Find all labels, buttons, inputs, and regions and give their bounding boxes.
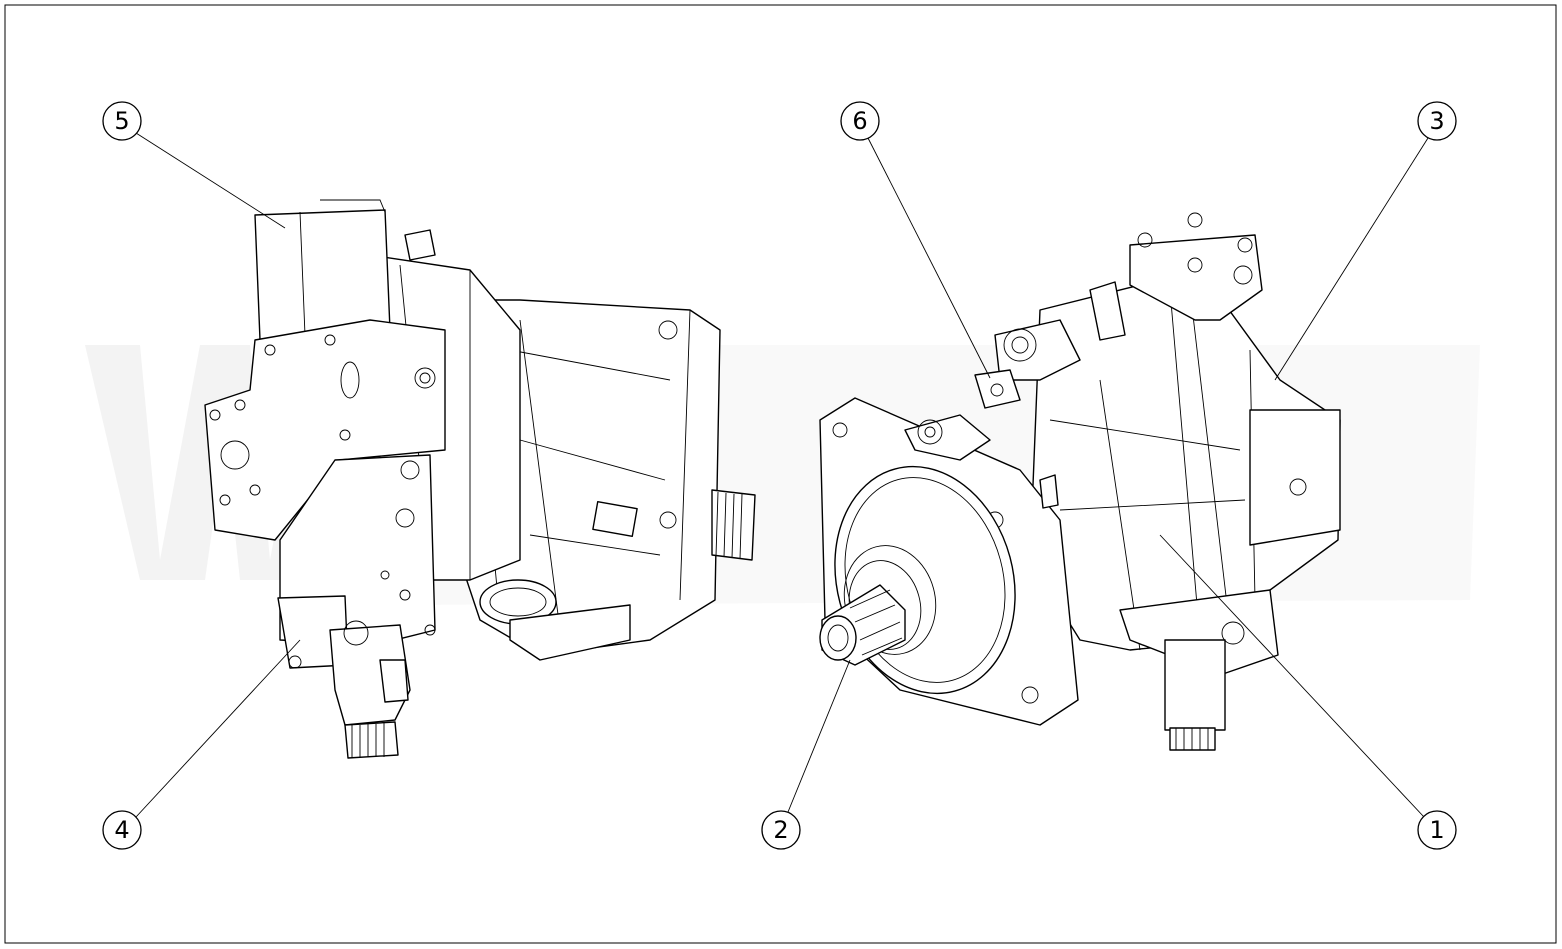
- callout-label: 4: [114, 816, 129, 844]
- leader-line-6: [867, 137, 991, 379]
- leader-line-2: [787, 659, 851, 813]
- callout-1: 1: [1417, 810, 1457, 850]
- callout-label: 1: [1429, 816, 1444, 844]
- leader-line-4: [135, 639, 301, 818]
- leader-line-5: [135, 132, 286, 229]
- callout-label: 3: [1429, 107, 1444, 135]
- motor-left-view: [204, 199, 756, 759]
- callout-label: 2: [773, 816, 788, 844]
- leader-line-3: [1274, 137, 1429, 381]
- motor-right-view: [819, 212, 1341, 751]
- callout-4: 4: [102, 810, 142, 850]
- leader-line-1: [1159, 534, 1425, 818]
- callout-6: 6: [840, 101, 880, 141]
- callout-5: 5: [102, 101, 142, 141]
- callout-2: 2: [761, 810, 801, 850]
- callout-3: 3: [1417, 101, 1457, 141]
- drawing-border: [4, 4, 1557, 944]
- leader-lines: [135, 132, 1429, 818]
- callout-label: 6: [852, 107, 867, 135]
- callout-label: 5: [114, 107, 129, 135]
